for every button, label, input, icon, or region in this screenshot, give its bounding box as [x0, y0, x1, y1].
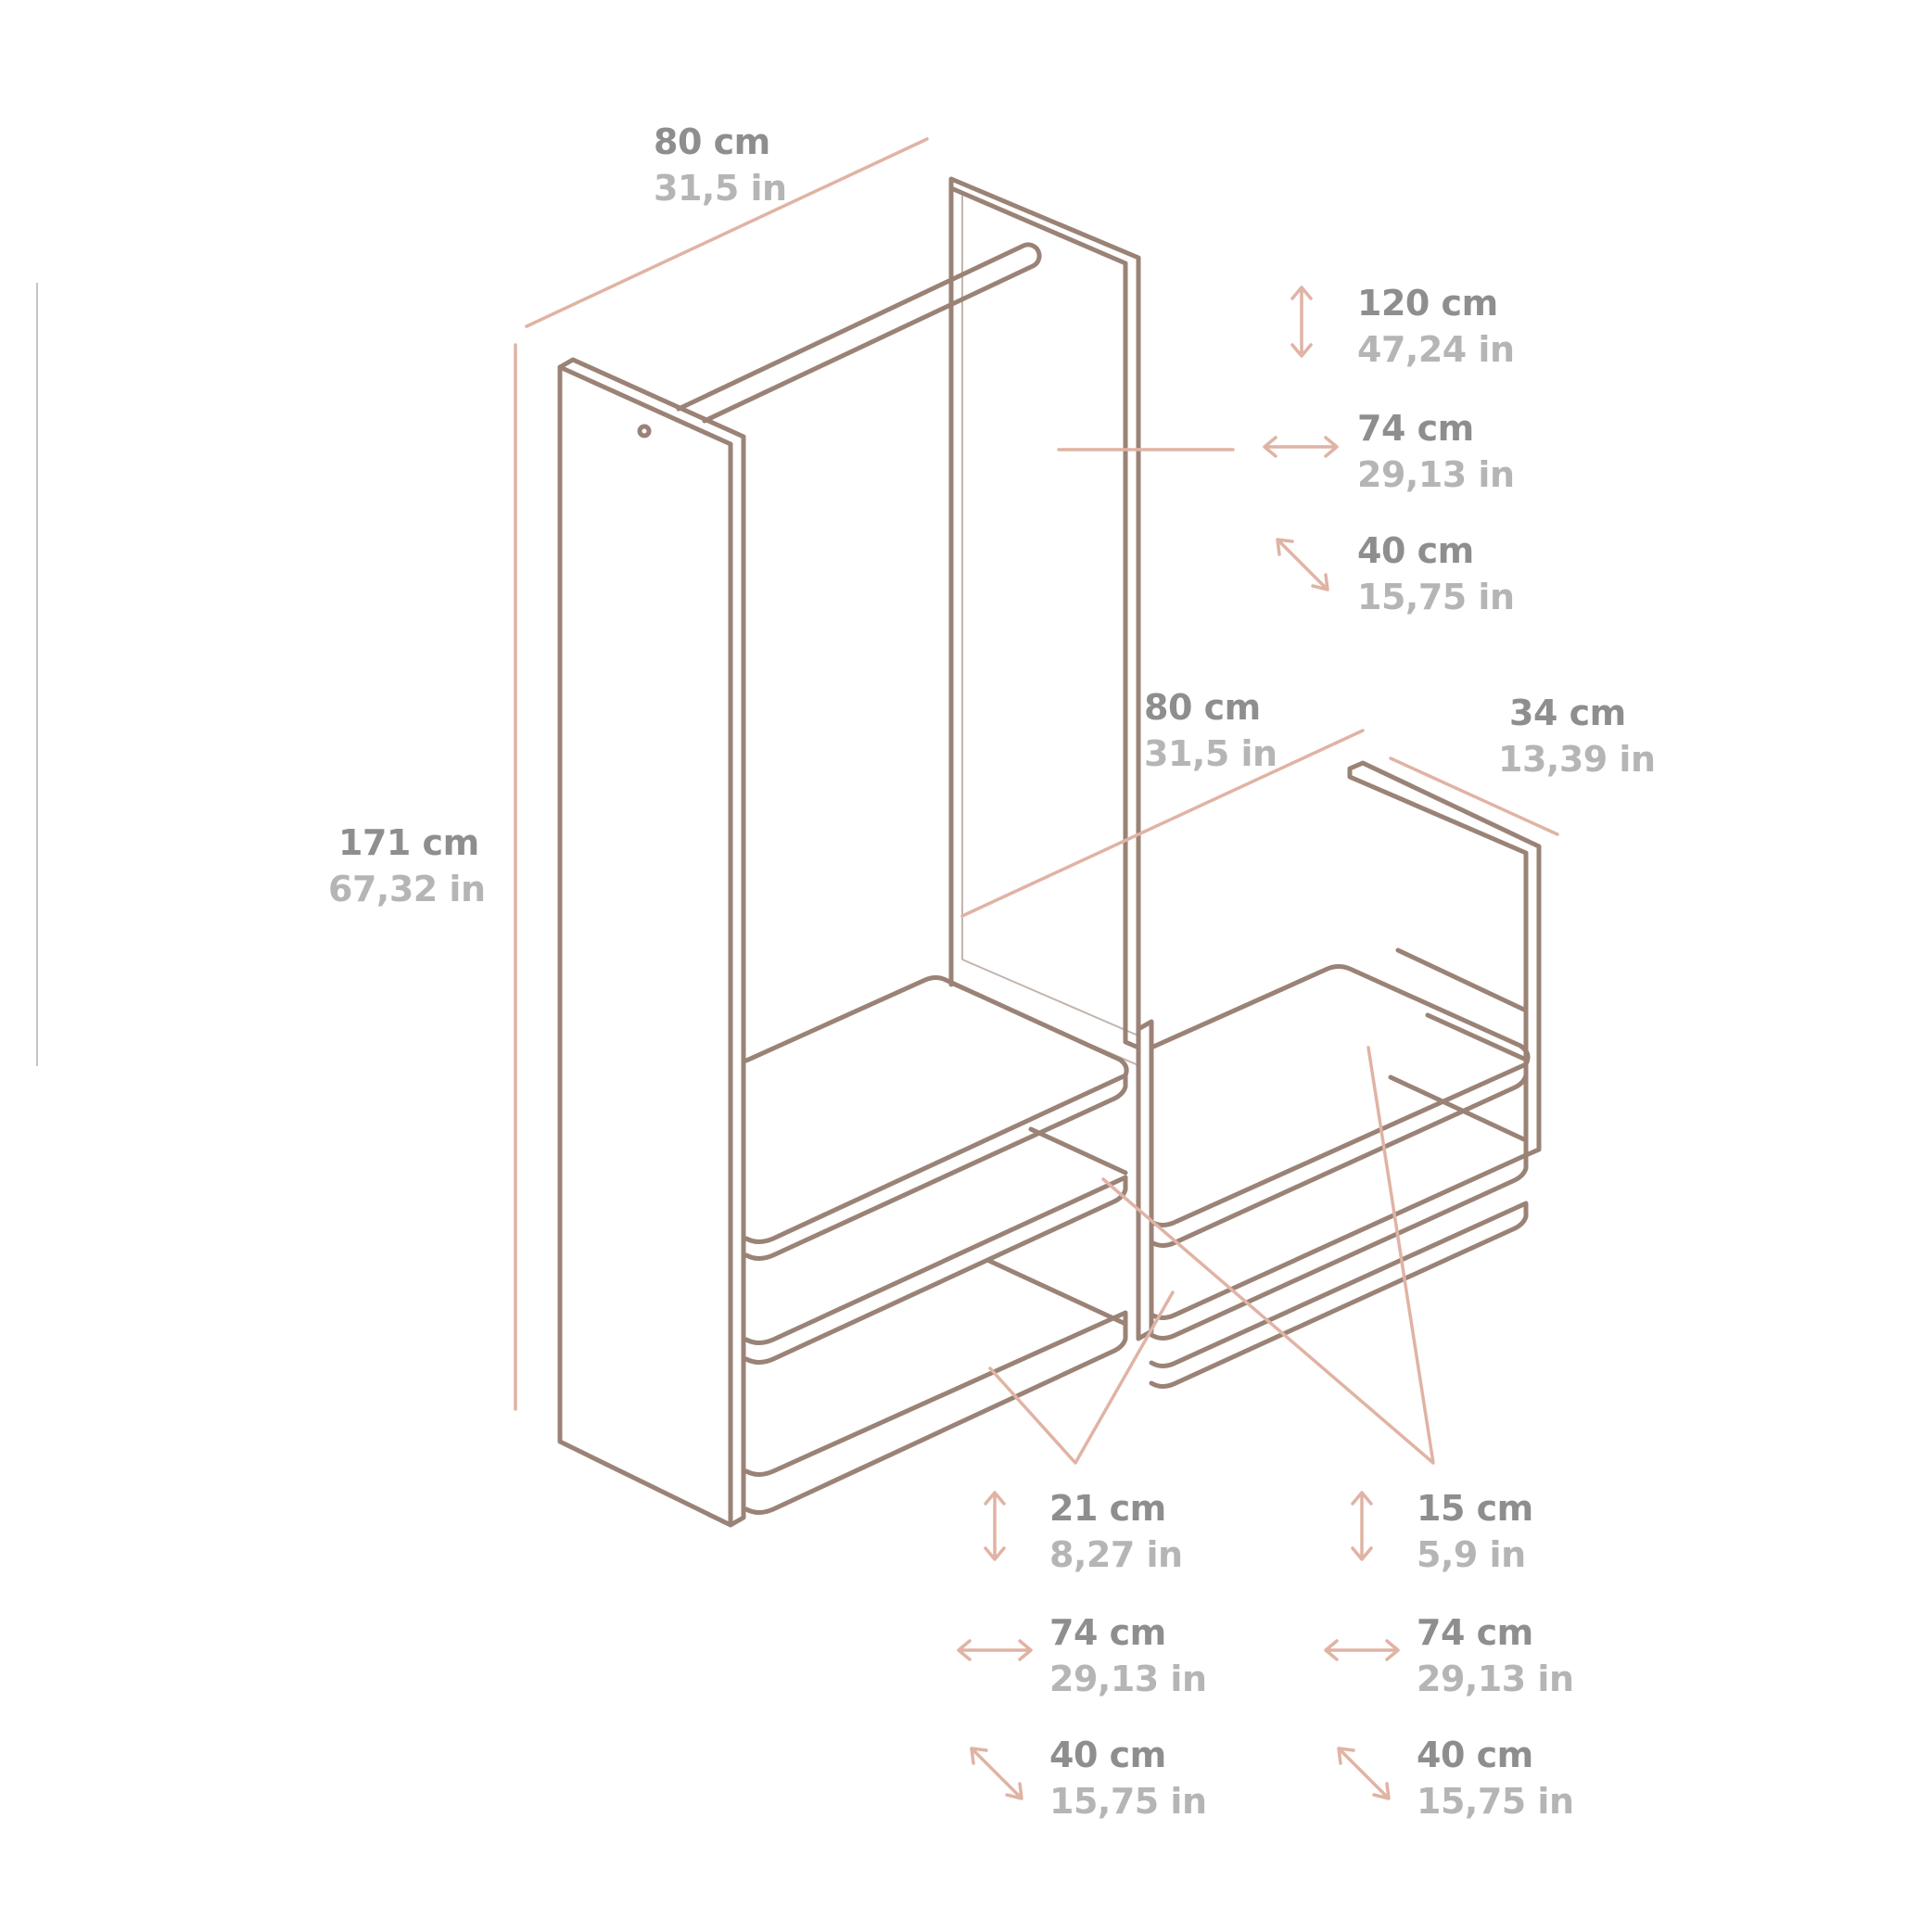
wardrobe-illustration: [557, 176, 1542, 1528]
bench-shelf-depth-cm: 40 cm: [1417, 1735, 1533, 1775]
tall-shelves-labels: 21 cm 8,27 in 74 cm 29,13 in 40 cm 15,75…: [1049, 1488, 1207, 1822]
bench-depth-dimension-line: [1389, 756, 1559, 836]
height-in: 67,32 in: [328, 869, 486, 909]
bench-shelf-height-cm: 15 cm: [1417, 1488, 1533, 1529]
hanging-rail: [676, 242, 1042, 424]
hanging-space-labels: 120 cm 47,24 in 74 cm 29,13 in 40 cm 15,…: [1357, 283, 1515, 617]
bench-unit: [1136, 760, 1542, 1389]
bench-depth-label: 34 cm 13,39 in: [1498, 693, 1656, 780]
diagonal-double-arrow-icon: [970, 1747, 1023, 1800]
vertical-double-arrow-icon: [1351, 1491, 1373, 1561]
hanging-depth-in: 15,75 in: [1357, 577, 1515, 617]
tall-unit-shelves: [744, 975, 1129, 1515]
tall-shelf-height-in: 8,27 in: [1049, 1534, 1183, 1575]
bench-width-cm: 80 cm: [1144, 687, 1261, 728]
tall-shelves-pointer: [988, 1290, 1175, 1465]
bench-width-label: 80 cm 31,5 in: [1144, 687, 1277, 774]
bench-shelf-width-cm: 74 cm: [1417, 1612, 1533, 1653]
bench-width-dimension-line: [960, 729, 1365, 918]
bench-depth-cm: 34 cm: [1509, 693, 1626, 733]
hanging-height-in: 47,24 in: [1357, 329, 1515, 370]
bench-shelves-labels: 15 cm 5,9 in 74 cm 29,13 in 40 cm 15,75 …: [1417, 1488, 1574, 1822]
hanging-height-cm: 120 cm: [1357, 283, 1498, 324]
dimension-lines: [514, 137, 1559, 1465]
hanging-depth-cm: 40 cm: [1357, 530, 1474, 571]
height-label: 171 cm 67,32 in: [328, 822, 486, 909]
tall-shelf-depth-in: 15,75 in: [1049, 1781, 1207, 1822]
tall-width-cm: 80 cm: [654, 121, 770, 162]
tall-width-label: 80 cm 31,5 in: [654, 121, 787, 209]
horizontal-double-arrow-icon: [1263, 436, 1339, 458]
tall-width-in: 31,5 in: [654, 168, 787, 209]
tall-shelf-height-cm: 21 cm: [1049, 1488, 1166, 1529]
horizontal-double-arrow-icon: [1324, 1639, 1400, 1661]
bench-shelf-height-in: 5,9 in: [1417, 1534, 1526, 1575]
bench-width-in: 31,5 in: [1144, 733, 1277, 774]
tall-shelf-width-cm: 74 cm: [1049, 1612, 1166, 1653]
tall-unit-side-panel: [557, 357, 746, 1528]
tall-width-dimension-line: [525, 137, 929, 328]
bench-shelf-depth-in: 15,75 in: [1417, 1781, 1574, 1822]
tall-unit-back-panel: [948, 176, 1141, 1067]
diagonal-double-arrow-icon: [1337, 1747, 1391, 1800]
bench-shelves-pointer: [1101, 1046, 1435, 1465]
height-cm: 171 cm: [338, 822, 479, 863]
hanging-width-in: 29,13 in: [1357, 454, 1515, 495]
tall-shelf-depth-cm: 40 cm: [1049, 1735, 1166, 1775]
hanging-width-cm: 74 cm: [1357, 408, 1474, 449]
diagonal-double-arrow-icon: [1276, 538, 1329, 591]
horizontal-double-arrow-icon: [957, 1639, 1033, 1661]
bench-depth-in: 13,39 in: [1498, 739, 1656, 780]
tall-shelf-width-in: 29,13 in: [1049, 1659, 1207, 1699]
vertical-double-arrow-icon: [984, 1491, 1006, 1561]
vertical-double-arrow-icon: [1290, 286, 1313, 358]
bench-shelf-width-in: 29,13 in: [1417, 1659, 1574, 1699]
